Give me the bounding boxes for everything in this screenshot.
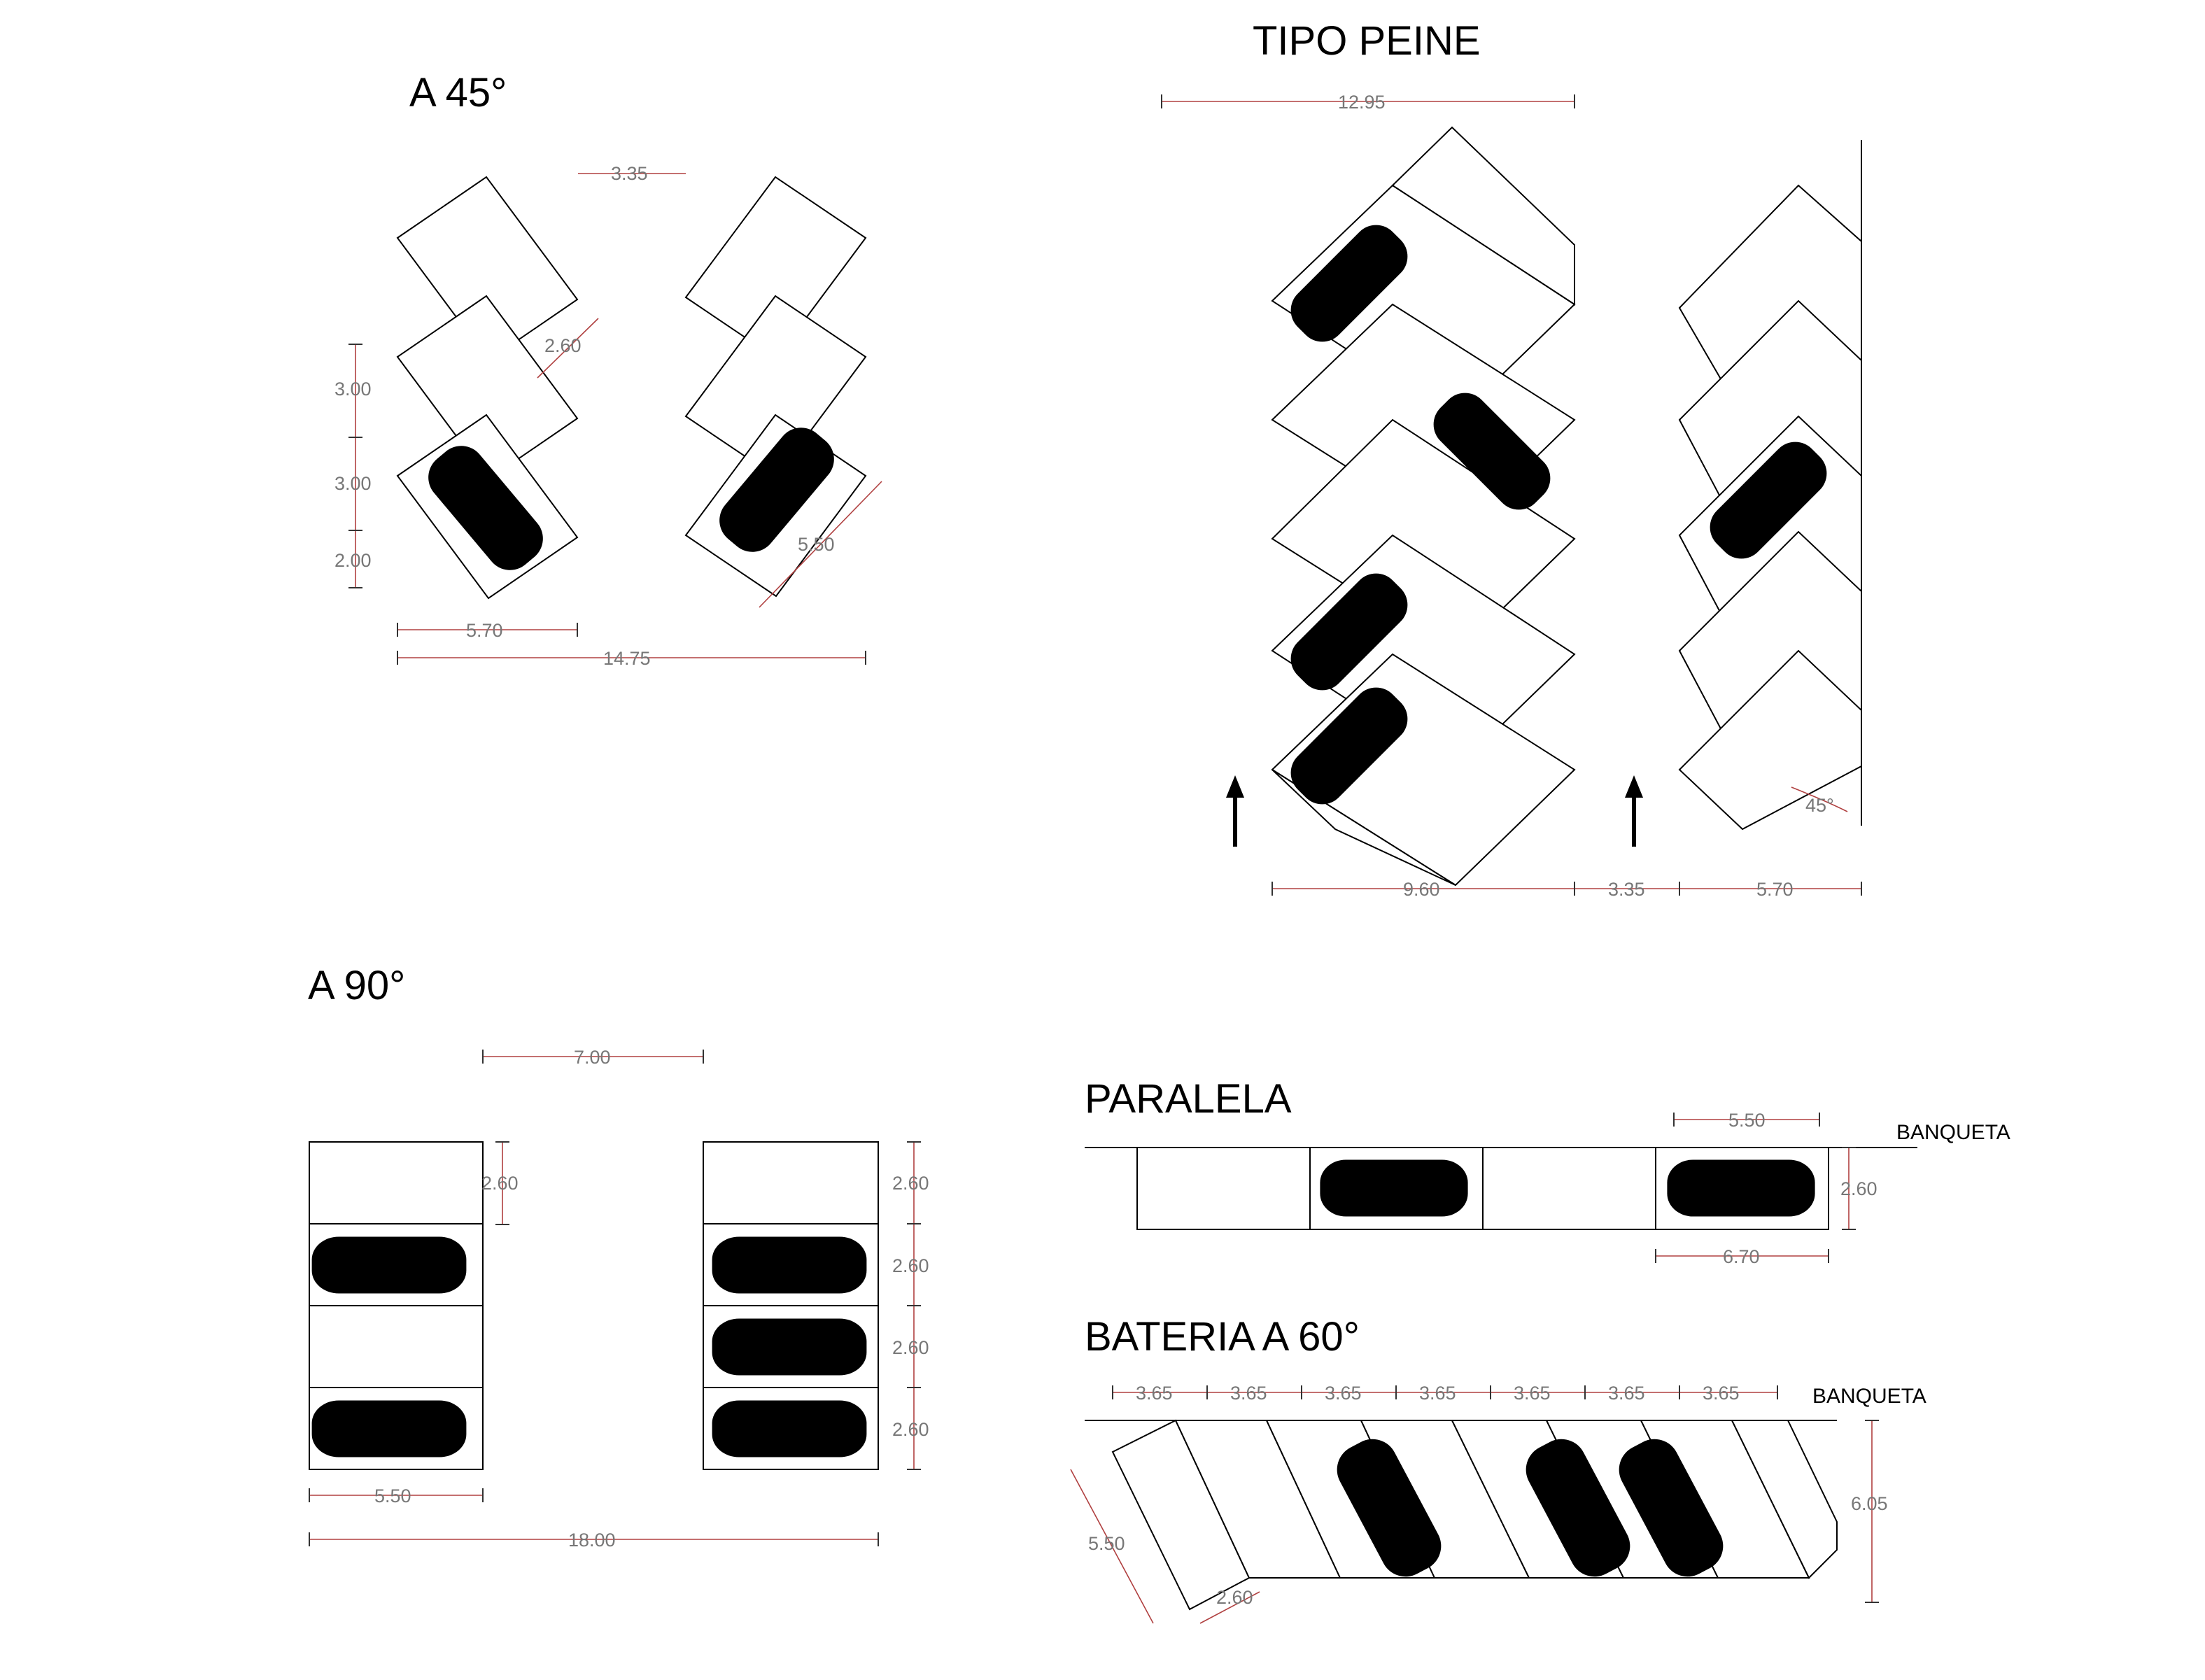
- a90-dim-aisle: 7.00: [574, 1047, 611, 1068]
- paralela-stall-1: [1136, 1147, 1311, 1230]
- paralela-stall-3: [1482, 1147, 1656, 1230]
- peine-dim-top: 12.95: [1338, 92, 1386, 113]
- a45-dim-v1: 3.00: [334, 379, 372, 400]
- paralela-dim-stall: 6.70: [1723, 1246, 1760, 1267]
- a45-layout: 3.35 2.60 3.00 3.00 2.00 5.50 5.70 14.75: [334, 163, 882, 669]
- bateria-layout: 3.65 3.65 3.65 3.65 3.65 3.65 3.65 BANQU…: [1070, 1383, 1926, 1624]
- bateria-dim-depth: 6.05: [1851, 1493, 1888, 1514]
- title-paralela: PARALELA: [1085, 1076, 1292, 1122]
- paralela-layout: BANQUETA 5.50 6.70 2.60: [1085, 1110, 2010, 1267]
- a45-dim-aisle: 3.35: [611, 163, 648, 184]
- title-bateria-60: BATERIA A 60°: [1085, 1314, 1360, 1360]
- bateria-dim-w6: 3.65: [1608, 1383, 1645, 1404]
- peine-left-stall-top: [1391, 126, 1575, 306]
- a45-dim-length: 5.50: [798, 534, 835, 555]
- peine-arrowhead-right: [1625, 775, 1643, 798]
- paralela-dim-width: 2.60: [1840, 1178, 1878, 1199]
- bateria-banqueta-label: BANQUETA: [1812, 1385, 1926, 1408]
- a90-layout: 7.00 2.60 2.60 2.60 2.60 2.60 5.50: [309, 1047, 929, 1551]
- peine-dim-b1: 9.60: [1403, 879, 1440, 900]
- a90-left-stall-3: [309, 1305, 484, 1388]
- a45-dim-v2: 3.00: [334, 473, 372, 494]
- bateria-dim-w2: 3.65: [1230, 1383, 1267, 1404]
- bateria-dim-w4: 3.65: [1419, 1383, 1456, 1404]
- peine-arrowhead-left: [1226, 775, 1244, 798]
- bateria-dim-w1: 3.65: [1136, 1383, 1173, 1404]
- bateria-dim-w5: 3.65: [1514, 1383, 1551, 1404]
- peine-dim-b3: 5.70: [1756, 879, 1794, 900]
- a45-dim-width: 2.60: [544, 335, 582, 356]
- a45-dim-v3: 2.00: [334, 550, 372, 571]
- a90-dim-total: 18.00: [568, 1530, 616, 1551]
- title-a90: A 90°: [308, 963, 405, 1008]
- a90-dim-r3: 2.60: [892, 1337, 929, 1358]
- a45-dim-total: 14.75: [603, 648, 651, 669]
- a90-right-car-1: [712, 1231, 867, 1299]
- a90-left-car-1: [311, 1231, 467, 1299]
- a90-dim-r2: 2.60: [892, 1255, 929, 1276]
- paralela-banqueta-label: BANQUETA: [1896, 1121, 2010, 1144]
- paralela-car-1: [1320, 1154, 1468, 1222]
- a90-right-car-3: [712, 1395, 867, 1463]
- a90-dim-r1: 2.60: [892, 1173, 929, 1194]
- bateria-dim-length: 5.50: [1088, 1533, 1125, 1554]
- a90-dim-r4: 2.60: [892, 1419, 929, 1440]
- bateria-dim-w3: 3.65: [1325, 1383, 1362, 1404]
- peine-angle-label: 45°: [1805, 795, 1834, 816]
- paralela-car-2: [1667, 1154, 1815, 1222]
- a45-dim-depth: 5.70: [466, 620, 503, 641]
- peine-layout: 12.95 45° 9.60: [1161, 92, 1862, 900]
- bateria-dim-width: 2.60: [1216, 1587, 1253, 1608]
- a90-right-car-2: [712, 1313, 867, 1381]
- a90-dim-left-h: 2.60: [481, 1173, 519, 1194]
- peine-dim-b2: 3.35: [1608, 879, 1645, 900]
- bateria-stall-8: [1731, 1420, 1838, 1579]
- title-tipo-peine: TIPO PEINE: [1253, 18, 1481, 64]
- peine-right-stall-5: [1678, 649, 1862, 831]
- a90-right-stall-1: [703, 1141, 879, 1224]
- bateria-dim-w7: 3.65: [1703, 1383, 1740, 1404]
- title-a45: A 45°: [409, 70, 507, 115]
- paralela-dim-car: 5.50: [1728, 1110, 1766, 1131]
- a90-left-stall-1: [309, 1141, 484, 1224]
- a90-dim-depth: 5.50: [374, 1485, 411, 1506]
- a90-left-car-2: [311, 1395, 467, 1463]
